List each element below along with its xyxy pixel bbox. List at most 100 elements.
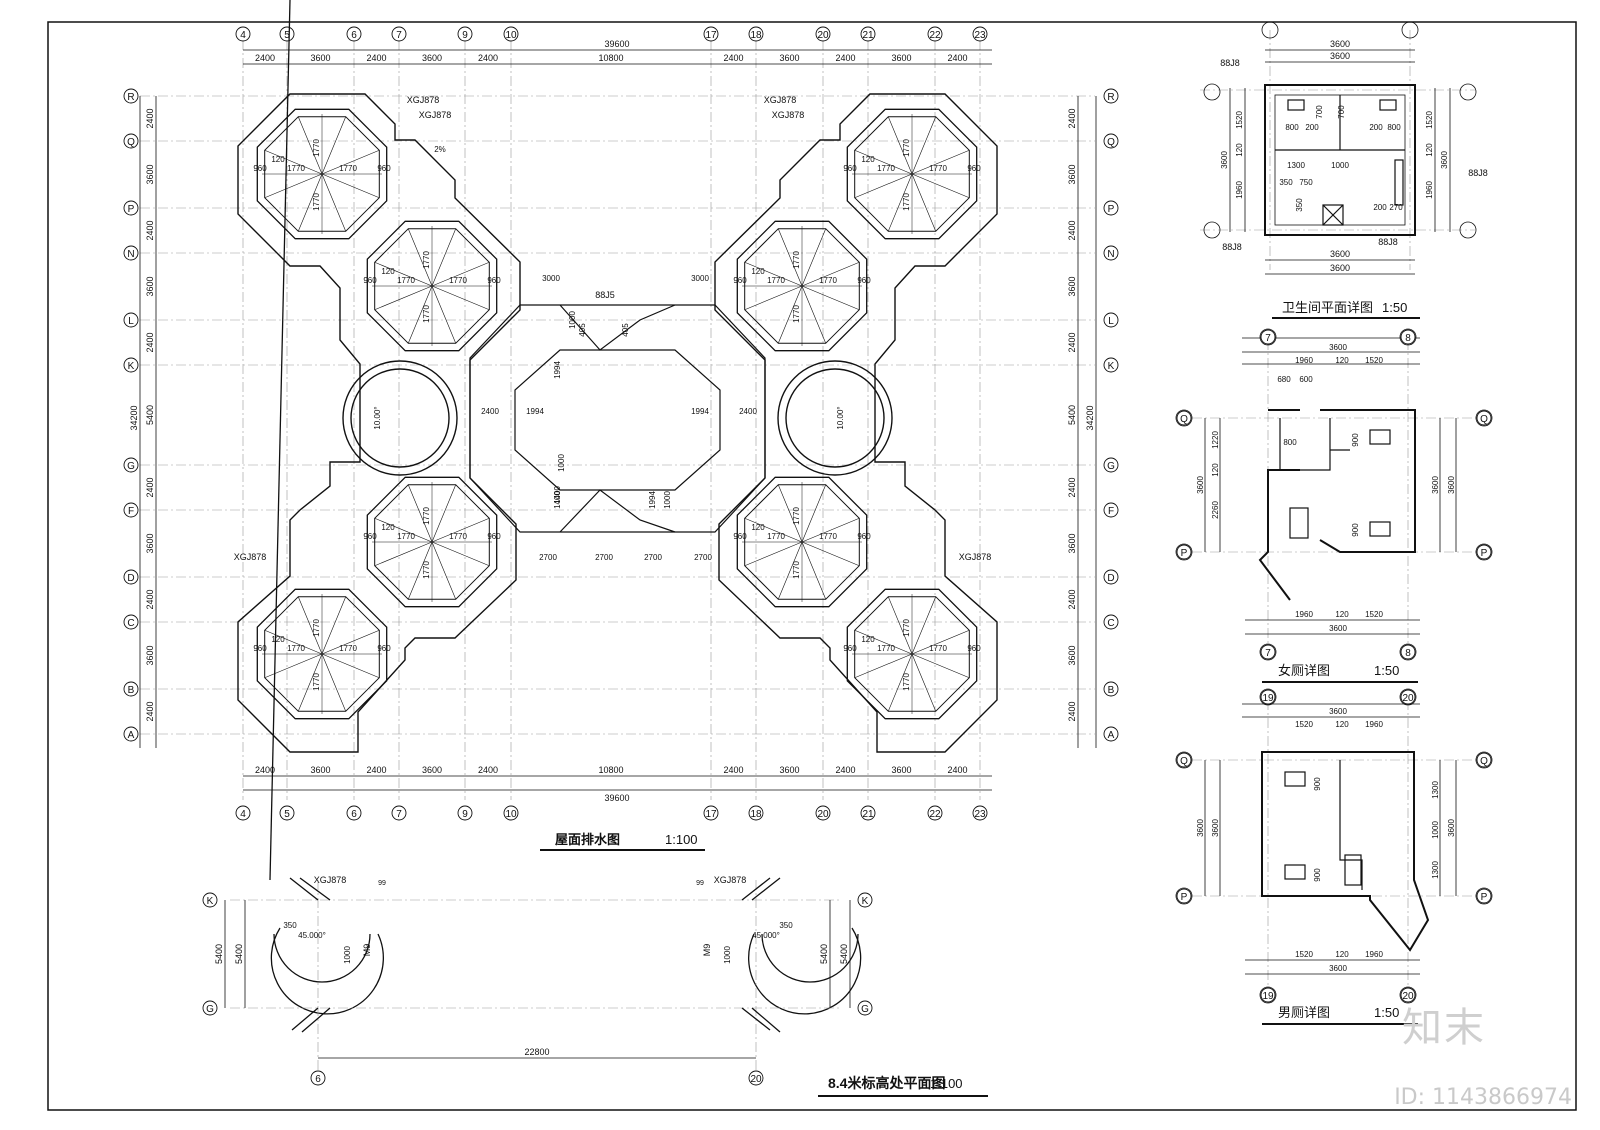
roof-plan-scale: 1:100 xyxy=(665,832,698,847)
level-small-dim-1: 350 xyxy=(779,921,793,930)
round-roof-right xyxy=(777,360,893,476)
center-dim-10: 2700 xyxy=(595,553,613,562)
male-axis-bottom-20-bubble xyxy=(1400,987,1416,1003)
top-axis-5: 10 xyxy=(505,30,517,41)
level-axis-right-g-bubble xyxy=(857,1000,873,1016)
oct-dim-e-2: 1770 xyxy=(339,644,357,653)
oct-dim-w-4: 1770 xyxy=(877,164,895,173)
roof-ref-4: XGJ878 xyxy=(772,110,805,120)
right-dim-8: 2400 xyxy=(1067,589,1077,609)
level-door-left: M9 xyxy=(362,944,372,957)
level-axis-right-g: G xyxy=(861,1004,869,1015)
top-axis-5-bubble xyxy=(503,26,519,42)
level-door-right: M9 xyxy=(702,944,712,957)
level-axis-right-k: K xyxy=(862,896,869,907)
center-dim-9: 2700 xyxy=(539,553,557,562)
right-axis-10-bubble xyxy=(1103,681,1119,697)
right-axis-2-bubble xyxy=(1103,200,1119,216)
male-axis-right-q-bubble xyxy=(1476,752,1492,768)
roof-outline-right xyxy=(714,93,998,753)
left-axis-2: P xyxy=(128,204,135,215)
oct-dim-b-e-7: 960 xyxy=(857,532,871,541)
oct-dim-w-5: 1770 xyxy=(767,276,785,285)
level-axis-left-k: K xyxy=(207,896,214,907)
male-axis-left-p: P xyxy=(1181,892,1188,903)
left-axis-4: L xyxy=(128,316,134,327)
female-top-dim-4: 680 xyxy=(1277,375,1291,384)
top-axis-2: 6 xyxy=(351,30,357,41)
top-dim-3: 3600 xyxy=(422,53,442,63)
top-axis-7-bubble xyxy=(748,26,764,42)
round-roof-label-right: 10.00° xyxy=(836,406,845,429)
toilet-inner-3: 700 xyxy=(1337,105,1346,119)
roof-ref-0: XGJ878 xyxy=(407,95,440,105)
right-axis-9-bubble xyxy=(1103,614,1119,630)
oct-dim-e-6: 1770 xyxy=(929,644,947,653)
top-total-dim: 39600 xyxy=(604,39,629,49)
oct-dim-n-4: 1770 xyxy=(902,139,911,157)
female-bottom-dim-2: 1520 xyxy=(1365,610,1383,619)
bottom-axis-9: 21 xyxy=(862,809,874,820)
male-inner-1: 900 xyxy=(1313,868,1322,882)
top-dim-7: 3600 xyxy=(779,53,799,63)
left-dim-8: 2400 xyxy=(145,589,155,609)
female-axis-bottom-8: 8 xyxy=(1405,648,1411,659)
left-axis-0-bubble xyxy=(123,88,139,104)
center-dim-2: 2400 xyxy=(481,407,499,416)
female-top-dim-0: 3600 xyxy=(1329,343,1347,352)
male-axis-bottom-19: 19 xyxy=(1262,991,1274,1002)
right-dim-5: 5400 xyxy=(1067,405,1077,425)
oct-dim-n-5: 1770 xyxy=(792,251,801,269)
oct-dim-c-0: 120 xyxy=(271,155,285,164)
watermark-logo: 知末 xyxy=(1402,1005,1486,1051)
center-dim-18: 405 xyxy=(621,323,630,337)
toilet-right-dim-3: 1960 xyxy=(1425,181,1434,199)
top-axis-7: 18 xyxy=(750,30,762,41)
bottom-dim-4: 2400 xyxy=(478,765,498,775)
toilet-inner-9: 750 xyxy=(1299,178,1313,187)
oct-dim-s-5: 1770 xyxy=(792,305,801,323)
roof-ref-1: 88J5 xyxy=(595,290,615,300)
left-axis-6-bubble xyxy=(123,457,139,473)
level-axis-left-g: G xyxy=(206,1004,214,1015)
male-top-dim-2: 120 xyxy=(1335,720,1349,729)
bottom-total-dim: 39600 xyxy=(604,793,629,803)
female-inner-1: 900 xyxy=(1351,433,1360,447)
top-dim-4: 2400 xyxy=(478,53,498,63)
male-axis-right-q: Q xyxy=(1480,756,1488,767)
top-dim-1: 3600 xyxy=(310,53,330,63)
left-axis-2-bubble xyxy=(123,200,139,216)
left-dim-0: 2400 xyxy=(145,108,155,128)
top-axis-11: 23 xyxy=(974,30,986,41)
oct-dim-b-e-1: 960 xyxy=(487,276,501,285)
oct-dim-e-7: 1770 xyxy=(819,532,837,541)
bottom-axis-6: 17 xyxy=(705,809,717,820)
right-axis-6: G xyxy=(1107,461,1115,472)
top-axis-6: 17 xyxy=(705,30,717,41)
bottom-dim-3: 3600 xyxy=(422,765,442,775)
top-axis-6-bubble xyxy=(703,26,719,42)
oct-dim-b-e-6: 960 xyxy=(967,644,981,653)
toilet-inner-12: 270 xyxy=(1389,203,1403,212)
center-dim-11: 2700 xyxy=(644,553,662,562)
left-dim-10: 2400 xyxy=(145,701,155,721)
bottom-axis-1-bubble xyxy=(279,805,295,821)
oct-dim-c-1: 120 xyxy=(381,267,395,276)
center-dim-4: 1994 xyxy=(691,407,709,416)
bottom-axis-1: 5 xyxy=(284,809,290,820)
toilet-left-dim-0: 3600 xyxy=(1220,151,1229,169)
oct-dim-b-w-4: 960 xyxy=(843,164,857,173)
oct-dim-n-3: 1770 xyxy=(422,507,431,525)
oct-dim-s-4: 1770 xyxy=(902,193,911,211)
oct-dim-c-5: 120 xyxy=(751,267,765,276)
top-dim-6: 2400 xyxy=(723,53,743,63)
right-dim-3: 3600 xyxy=(1067,276,1077,296)
left-axis-5: K xyxy=(128,361,135,372)
top-dim-5: 10800 xyxy=(598,53,623,63)
oct-dim-s-3: 1770 xyxy=(422,561,431,579)
center-dim-16: 1000 xyxy=(663,491,672,509)
